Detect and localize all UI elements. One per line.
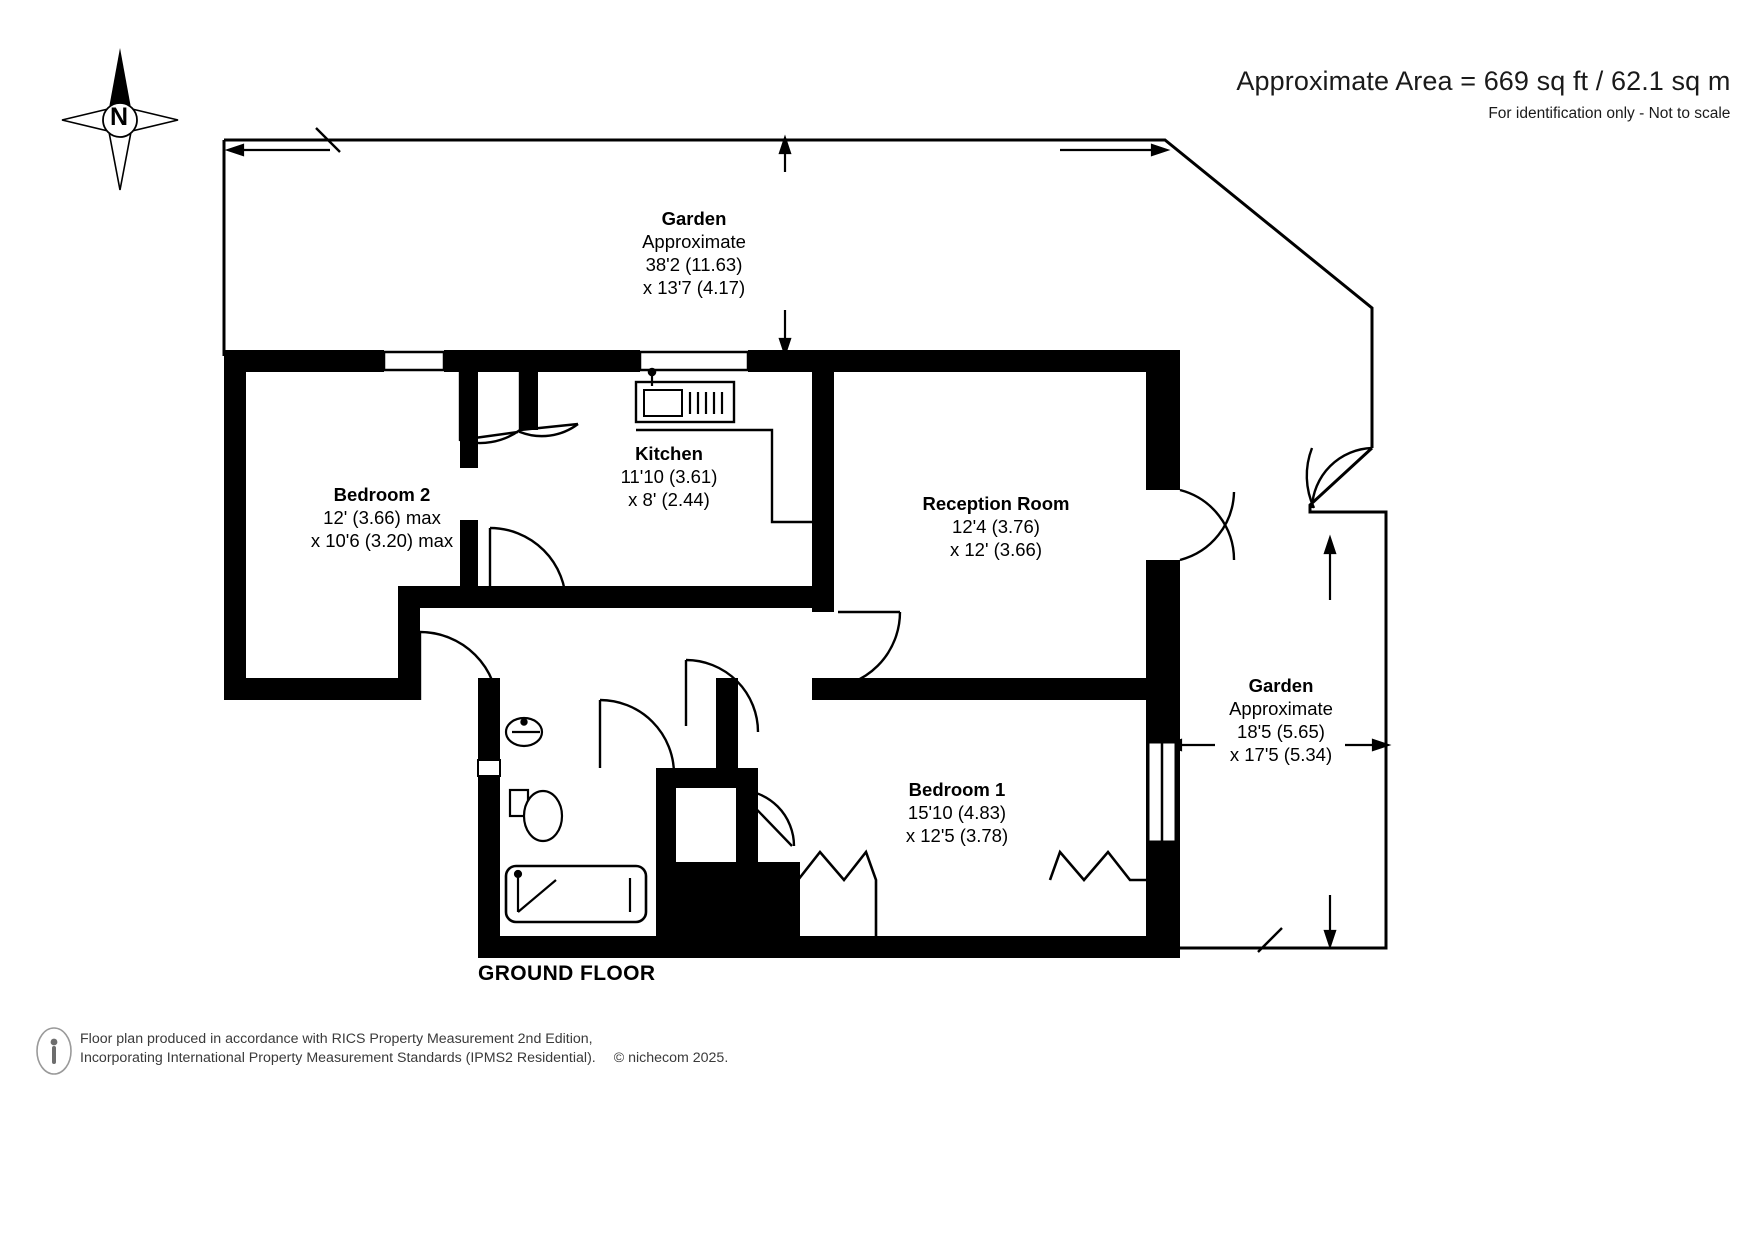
footer-line-1: Floor plan produced in accordance with R… [80, 1031, 593, 1047]
person-info-icon [36, 1027, 72, 1075]
compass-rose-icon [61, 48, 179, 191]
footer-ipms-text: Incorporating International Property Mea… [80, 1050, 596, 1066]
footer-copyright: © nichecom 2025. [613, 1050, 729, 1066]
footer-line-2: Incorporating International Property Mea… [80, 1049, 728, 1068]
room-qualifier: Approximate [642, 231, 746, 252]
room-dim-2: x 8' (2.44) [628, 489, 710, 510]
room-name: Reception Room [922, 493, 1070, 514]
room-dim-1: 11'10 (3.61) [620, 466, 718, 487]
room-label-garden-top: Garden Approximate 38'2 (11.63) x 13'7 (… [642, 207, 746, 299]
fixtures [504, 367, 1146, 936]
building-walls [224, 350, 1180, 958]
room-label-reception-room: Reception Room 12'4 (3.76) x 12' (3.66) [923, 492, 1070, 561]
room-qualifier: Approximate [1229, 698, 1333, 719]
room-dim-1: 12' (3.66) max [323, 507, 441, 528]
room-name: Garden [661, 208, 727, 229]
room-dim-2: x 10'6 (3.20) max [310, 530, 454, 551]
area-disclaimer: For identification only - Not to scale [1488, 105, 1731, 122]
room-dim-1: 15'10 (4.83) [907, 802, 1007, 823]
room-name: Garden [1248, 675, 1314, 696]
room-label-kitchen: Kitchen 11'10 (3.61) x 8' (2.44) [621, 442, 718, 511]
door-swings [418, 372, 1373, 847]
room-label-bedroom-2: Bedroom 2 12' (3.66) max x 10'6 (3.20) m… [311, 483, 453, 552]
room-dim-1: 18'5 (5.65) [1237, 721, 1325, 742]
room-dim-1: 12'4 (3.76) [952, 516, 1040, 537]
room-dim-2: x 13'7 (4.17) [642, 277, 746, 298]
kitchen-sink-icon [634, 367, 736, 424]
room-name: Kitchen [635, 443, 703, 464]
toilet-icon [508, 788, 564, 843]
basin-icon [504, 716, 544, 748]
floor-label: GROUND FLOOR [478, 962, 656, 985]
room-label-bedroom-1: Bedroom 1 15'10 (4.83) x 12'5 (3.78) [906, 778, 1008, 847]
room-name: Bedroom 2 [333, 484, 431, 505]
room-label-garden-right: Garden Approximate 18'5 (5.65) x 17'5 (5… [1229, 674, 1333, 766]
room-dim-1: 38'2 (11.63) [645, 254, 743, 275]
room-dim-2: x 12' (3.66) [950, 539, 1042, 560]
garden-boundary [222, 138, 1388, 950]
bathtub-icon [504, 864, 648, 924]
compass-north-label: N [110, 103, 129, 131]
room-dim-2: x 17'5 (5.34) [1229, 744, 1333, 765]
room-name: Bedroom 1 [908, 779, 1006, 800]
room-dim-2: x 12'5 (3.78) [905, 825, 1009, 846]
area-title: Approximate Area = 669 sq ft / 62.1 sq m [1236, 66, 1731, 96]
dimension-arrows [224, 127, 1392, 953]
